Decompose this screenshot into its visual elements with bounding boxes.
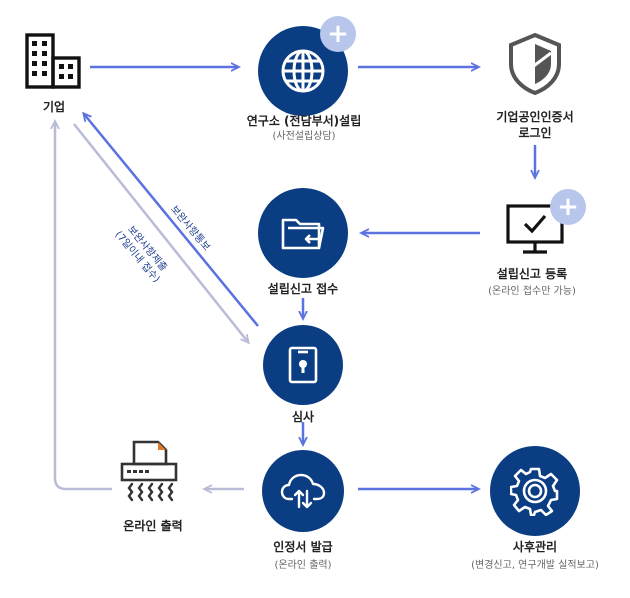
cert-login-label-2: 로그인: [518, 126, 552, 140]
report-receive-node: [258, 188, 348, 278]
report-register-sublabel: (온라인 접수만 가능): [488, 286, 576, 297]
cloud-transfer-icon: [280, 473, 326, 509]
report-receive-label: 설립신고 접수: [267, 282, 339, 296]
company-node: [24, 32, 84, 90]
report-register-label: 설립신고 등록: [496, 267, 568, 281]
issue-sublabel: (온라인 출력): [274, 560, 332, 571]
issue-node: [262, 450, 344, 532]
review-node: [263, 325, 343, 405]
aftercare-label: 사후관리: [512, 540, 558, 554]
institute-plus-icon: +: [320, 16, 356, 52]
register-plus-icon: +: [550, 189, 586, 225]
folder-icon: [281, 218, 325, 250]
arrow-submit-to-review: [73, 123, 248, 342]
institute-sublabel: (사전설립상담): [272, 131, 336, 142]
shield-icon: [509, 32, 561, 96]
arrow-print-to-company: [55, 122, 112, 491]
issue-label: 인정서 발급: [273, 540, 333, 554]
company-label: 기업: [42, 100, 66, 114]
review-label: 심사: [291, 410, 315, 424]
aftercare-node: [490, 446, 580, 536]
arrow-notify-to-company: [84, 114, 259, 327]
print-label: 온라인 출력: [123, 519, 183, 533]
gear-icon: [510, 467, 559, 516]
lock-document-icon: [288, 346, 318, 384]
globe-icon: [281, 49, 325, 93]
building-icon: [25, 33, 81, 89]
print-node: [118, 440, 180, 506]
cert-login-label: 기업공인인증서: [496, 110, 574, 124]
aftercare-sublabel: (변경신고, 연구개발 실적보고): [471, 560, 599, 571]
cert-login-node: [506, 32, 564, 96]
institute-label: 연구소 (전담부서)설립: [246, 114, 362, 128]
shredder-printer-icon: [120, 440, 178, 502]
